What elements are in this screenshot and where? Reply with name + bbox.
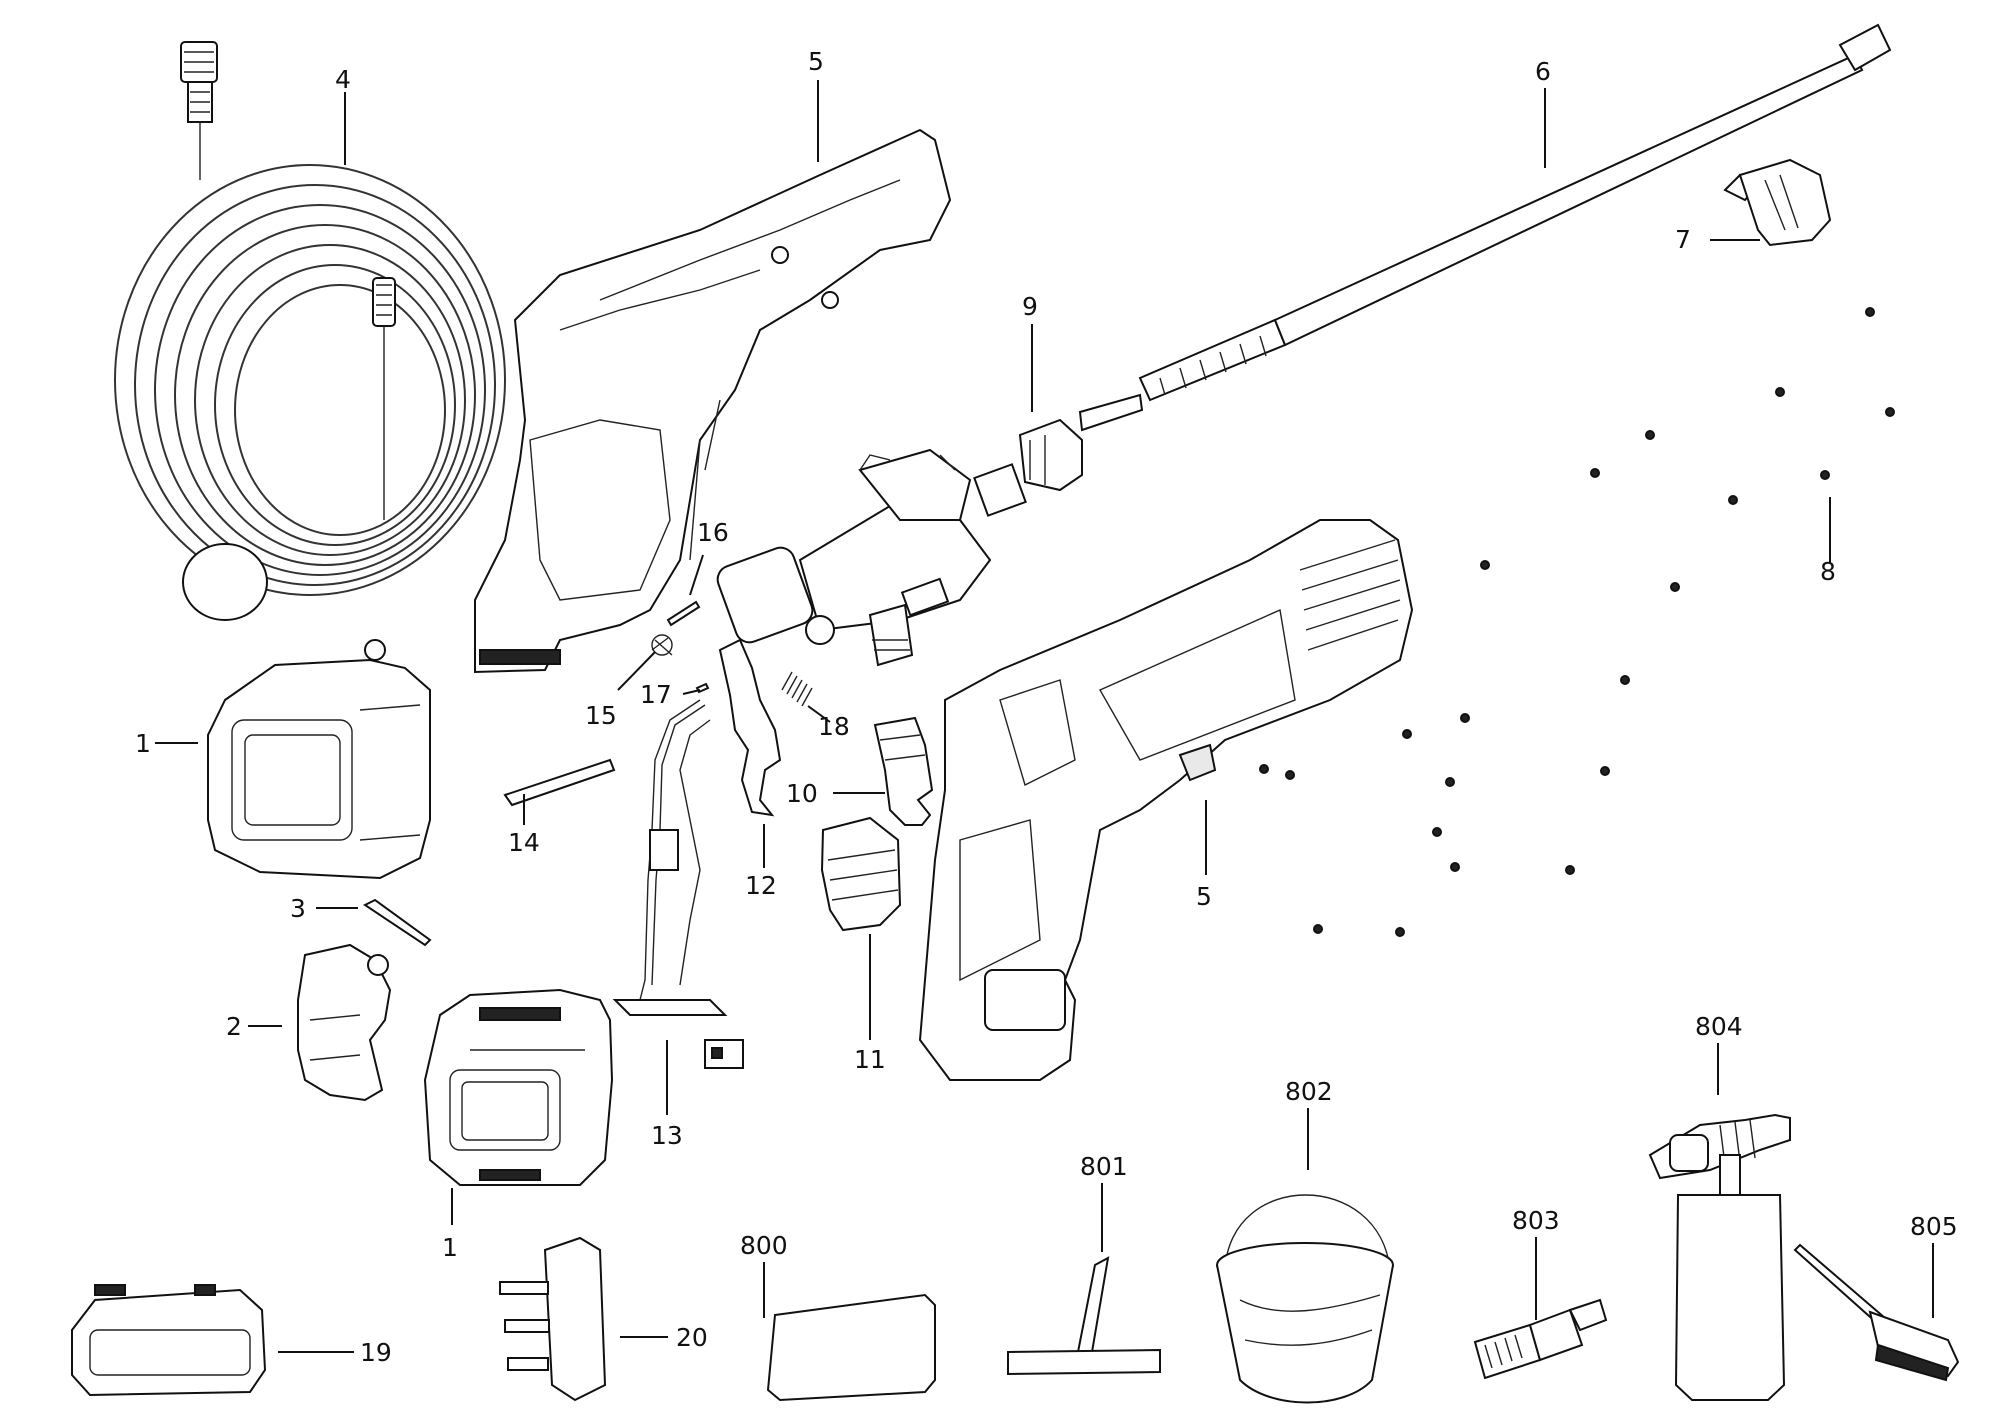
label-9: 9: [1022, 292, 1038, 321]
label-2: 2: [226, 1012, 242, 1041]
label-1b: 1: [442, 1233, 458, 1262]
trigger-icon: [718, 638, 782, 817]
coiled-hose-icon: [114, 41, 506, 621]
label-800: 800: [740, 1231, 788, 1260]
part-labels: 4 5 6 7 9 8 16 15 17 18 1 14 10 12 5 3 2…: [135, 47, 1958, 1367]
connector-icon: [873, 716, 934, 826]
label-4: 4: [335, 65, 351, 94]
label-17: 17: [640, 680, 672, 709]
leader-15: [617, 651, 656, 691]
brush-icon: [1793, 1243, 1960, 1382]
hose-adapter-icon: [820, 816, 902, 932]
label-16: 16: [697, 518, 729, 547]
label-12: 12: [745, 871, 777, 900]
leader-17: [682, 689, 701, 695]
label-13: 13: [651, 1121, 683, 1150]
label-8: 8: [1820, 557, 1836, 586]
label-14: 14: [508, 828, 540, 857]
charger-plug-icon: [499, 1236, 607, 1402]
foam-bottle-icon: [1648, 1113, 1791, 1401]
label-6: 6: [1535, 57, 1551, 86]
battery-pack-icon: [423, 988, 614, 1186]
wiring-switch-icon: [612, 699, 744, 1069]
label-11: 11: [854, 1045, 886, 1074]
clip-icon: [363, 898, 432, 947]
spring-icon: [651, 634, 673, 656]
nozzle-icon: [1723, 158, 1832, 247]
bucket-icon: [1216, 1194, 1394, 1404]
housing-half-icon: [474, 128, 952, 674]
housing-half-icon: [918, 519, 1414, 1081]
coil-spring-icon: [781, 671, 813, 707]
label-20: 20: [676, 1323, 708, 1352]
label-805: 805: [1910, 1212, 1958, 1241]
label-15: 15: [585, 701, 617, 730]
label-18: 18: [818, 712, 850, 741]
label-803: 803: [1512, 1206, 1560, 1235]
sponge-icon: [766, 1293, 936, 1402]
lance-icon: [1078, 23, 1892, 432]
label-5a: 5: [808, 47, 824, 76]
battery-cover-icon: [297, 943, 392, 1102]
battery-pack-icon: [207, 639, 431, 880]
turbo-nozzle-icon: [1473, 1298, 1608, 1380]
label-19: 19: [360, 1338, 392, 1367]
pump-motor-icon: [716, 448, 1027, 667]
label-5b: 5: [1196, 882, 1212, 911]
squeegee-icon: [1007, 1256, 1161, 1376]
label-3: 3: [290, 894, 306, 923]
label-804: 804: [1695, 1012, 1743, 1041]
label-10: 10: [786, 779, 818, 808]
leader-lines: [155, 80, 1934, 1353]
pin-icon: [666, 600, 701, 627]
rod-icon: [503, 758, 616, 807]
label-801: 801: [1080, 1152, 1128, 1181]
label-7: 7: [1675, 225, 1691, 254]
leader-18: [807, 705, 831, 723]
leader-16: [689, 554, 704, 596]
screw-icon: [1259, 307, 1895, 937]
label-1a: 1: [135, 729, 151, 758]
label-802: 802: [1285, 1077, 1333, 1106]
battery-icon: [71, 1284, 267, 1397]
coupling-icon: [1018, 418, 1083, 492]
